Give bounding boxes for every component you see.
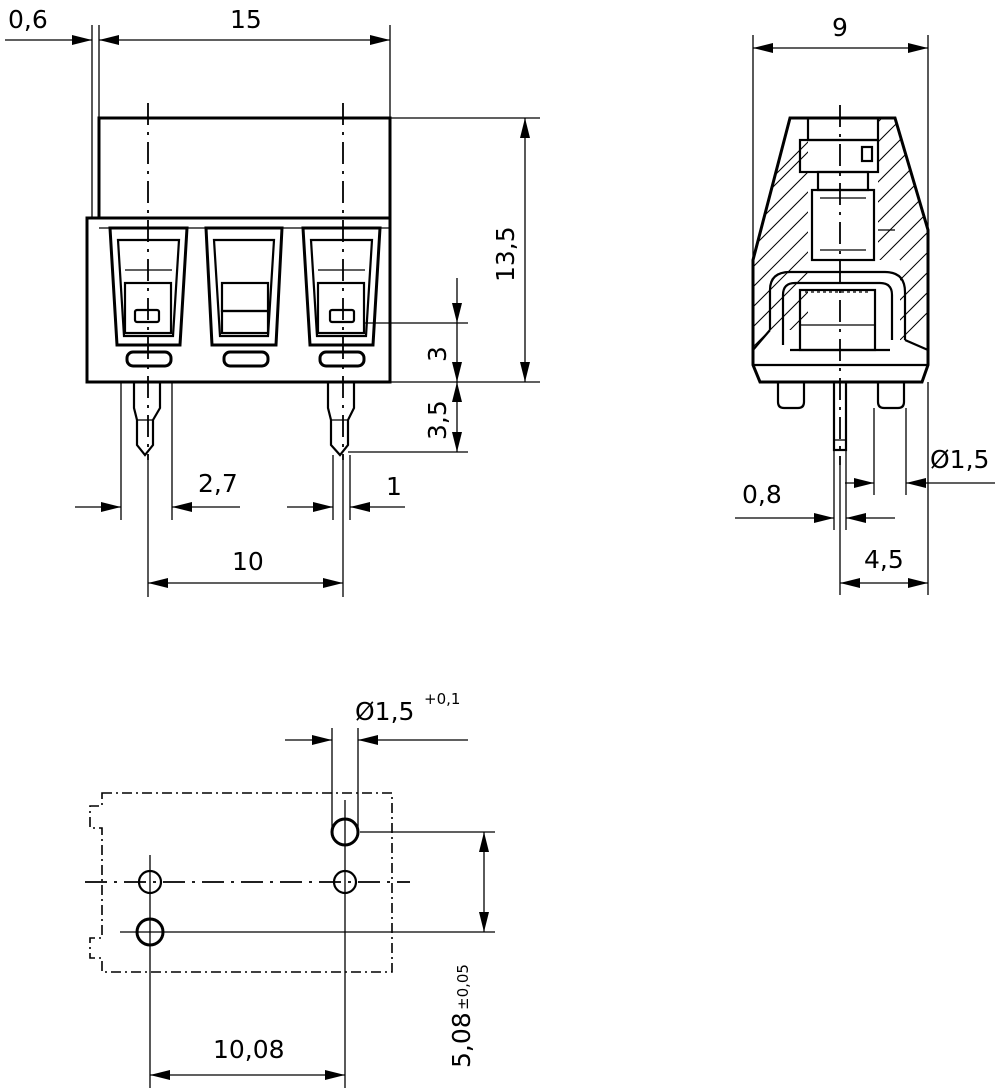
front-view: 0,6 15 13,5 3 3,5 2,7 1 bbox=[5, 5, 540, 597]
dim-width-label: 15 bbox=[230, 5, 262, 34]
pin-right bbox=[326, 382, 356, 457]
wire-entry-right bbox=[301, 226, 382, 347]
pin-left bbox=[132, 382, 162, 457]
side-foot-left bbox=[776, 382, 806, 410]
dim-pin-offset-label: 4,5 bbox=[864, 545, 904, 574]
wire-entry-middle bbox=[204, 226, 284, 347]
slot-left bbox=[125, 350, 173, 368]
dim-diameter-label: Ø1,5 bbox=[930, 445, 989, 474]
dim-hole-tolerance: +0,1 bbox=[424, 690, 460, 708]
side-clamp bbox=[768, 270, 907, 340]
dim-pin-length-label: 3,5 bbox=[423, 400, 452, 440]
dim-pitch-x-label: 10,08 bbox=[213, 1035, 285, 1064]
front-body-top bbox=[97, 116, 392, 220]
slot-middle bbox=[222, 350, 270, 368]
dim-hole-label: Ø1,5 bbox=[355, 697, 414, 726]
front-body-lower bbox=[85, 216, 392, 384]
slot-right bbox=[318, 350, 366, 368]
dim-pin-height-label: 3 bbox=[423, 346, 452, 362]
wire-entry-left bbox=[108, 226, 189, 347]
side-foot-right bbox=[876, 382, 906, 410]
dim-depth-label: 9 bbox=[832, 13, 848, 42]
dim-pitch-y-tolerance: ±0,05 bbox=[454, 964, 472, 1010]
dim-gap-label: 2,7 bbox=[198, 469, 238, 498]
dim-pin-thickness-label: 0,8 bbox=[742, 480, 782, 509]
dim-pin-width-label: 1 bbox=[386, 472, 402, 501]
footprint-view: Ø1,5 +0,1 5,08 ±0,05 10,08 bbox=[85, 690, 495, 1088]
footprint-outline bbox=[89, 792, 393, 973]
dim-pitch-y-label: 5,08 bbox=[447, 1012, 476, 1068]
dim-height-label: 13,5 bbox=[491, 226, 520, 282]
dim-offset-label: 0,6 bbox=[8, 5, 48, 34]
dim-pitch-label: 10 bbox=[232, 547, 264, 576]
side-view: 9 Ø1,5 0,8 4,5 bbox=[735, 13, 995, 595]
